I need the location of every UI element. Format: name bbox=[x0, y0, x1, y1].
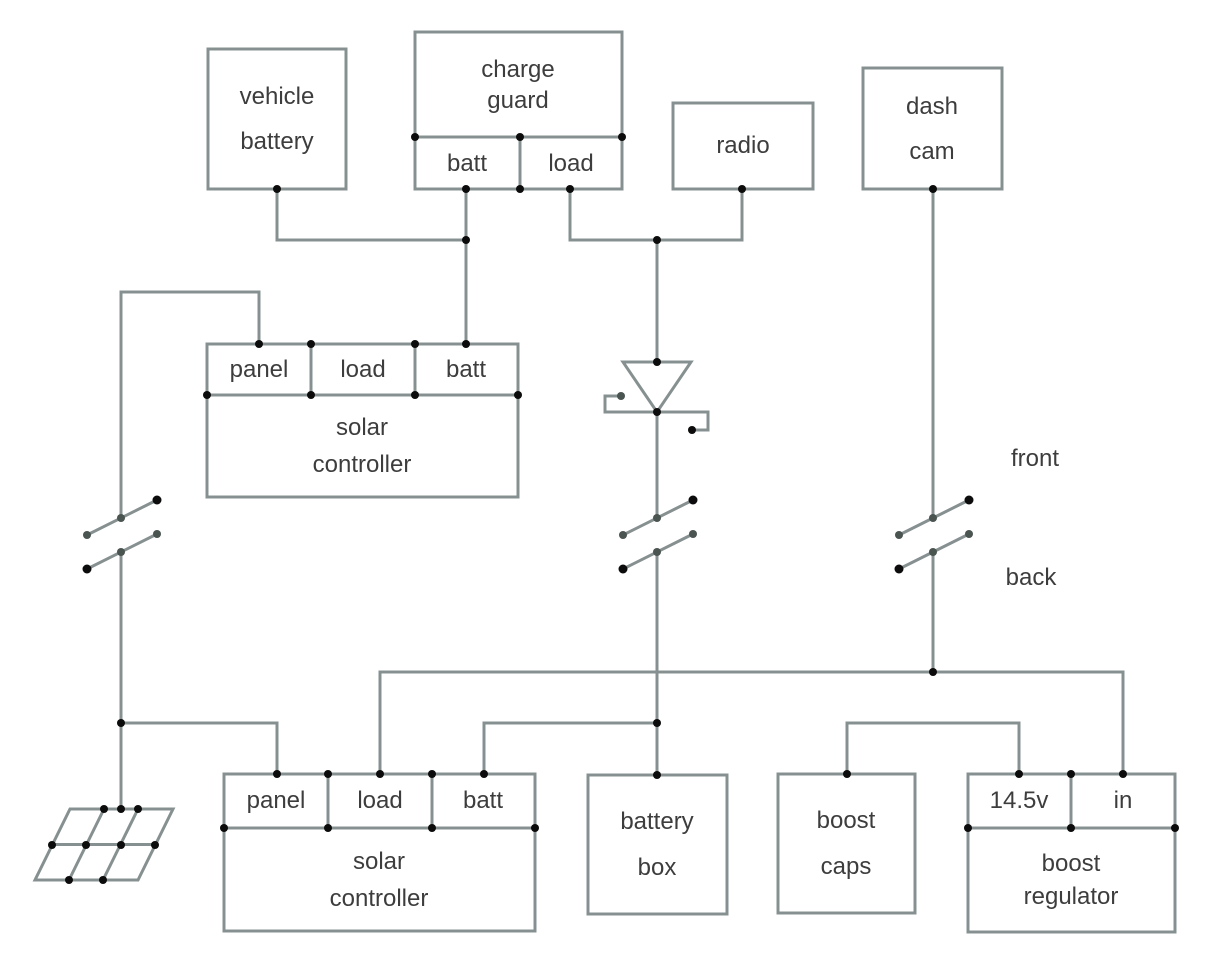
vehicle-battery-label: vehicle battery bbox=[239, 83, 315, 155]
solar-bottom-pin-load: load bbox=[357, 787, 403, 814]
boost-regulator-pin-145v: 14.5v bbox=[989, 787, 1049, 814]
triangle-outline bbox=[620, 360, 694, 415]
wire-load-bus-to-boost-in bbox=[378, 670, 1125, 774]
boost-regulator-box bbox=[966, 772, 1177, 934]
wire-solar-bottom-batt-to-battery-box bbox=[482, 721, 657, 774]
wire-boost-caps-to-145v bbox=[845, 721, 1021, 774]
vehicle-battery-box bbox=[206, 47, 348, 191]
junction-dots bbox=[117, 133, 1179, 832]
charge-guard-pin-batt: batt bbox=[446, 150, 488, 177]
wire-solar-top-panel-to-switch bbox=[119, 290, 261, 518]
solar-controller-top-label: solar controller bbox=[312, 414, 412, 478]
wire-chargeguard-load-to-radio bbox=[568, 189, 744, 242]
solar-top-pin-batt: batt bbox=[445, 356, 487, 383]
boost-regulator-pin-in: in bbox=[1113, 787, 1133, 814]
back-label: back bbox=[1005, 564, 1057, 591]
disconnect-switch-left bbox=[82, 495, 162, 574]
solar-top-pin-panel: panel bbox=[229, 356, 289, 383]
solar-top-pin-load: load bbox=[340, 356, 386, 383]
wires bbox=[119, 189, 1125, 808]
wire-branch-to-solar-bottom-panel bbox=[121, 721, 279, 774]
solar-bottom-pin-panel: panel bbox=[246, 787, 306, 814]
solar-bottom-pin-batt: batt bbox=[462, 787, 504, 814]
charge-guard-label: charge guard bbox=[481, 56, 555, 114]
disconnect-switch-right bbox=[894, 495, 974, 574]
solar-controller-bottom-label: solar controller bbox=[329, 848, 429, 912]
battery-box-label: battery box bbox=[620, 808, 694, 881]
solar-controller-bottom-box bbox=[222, 772, 537, 933]
wire-vehicle-battery-to-batt-line bbox=[275, 189, 466, 242]
dash-cam-label: dash cam bbox=[905, 93, 959, 165]
triangle-right-tap bbox=[657, 410, 710, 432]
battery-box-box bbox=[586, 773, 729, 916]
solar-controller-top-box bbox=[205, 342, 520, 499]
triangle-left-tap bbox=[603, 394, 657, 414]
solar-panel-icon bbox=[32, 805, 176, 884]
charge-guard-pin-load: load bbox=[548, 150, 594, 177]
disconnect-switch-middle bbox=[618, 495, 698, 574]
component-boxes bbox=[205, 30, 1177, 934]
boost-regulator-label: boost regulator bbox=[1023, 850, 1119, 910]
dash-cam-box bbox=[861, 66, 1004, 191]
boost-caps-label: boost caps bbox=[816, 807, 876, 880]
radio-label: radio bbox=[716, 132, 770, 159]
triangle-connector-symbol bbox=[603, 358, 710, 434]
front-label: front bbox=[1010, 445, 1060, 472]
